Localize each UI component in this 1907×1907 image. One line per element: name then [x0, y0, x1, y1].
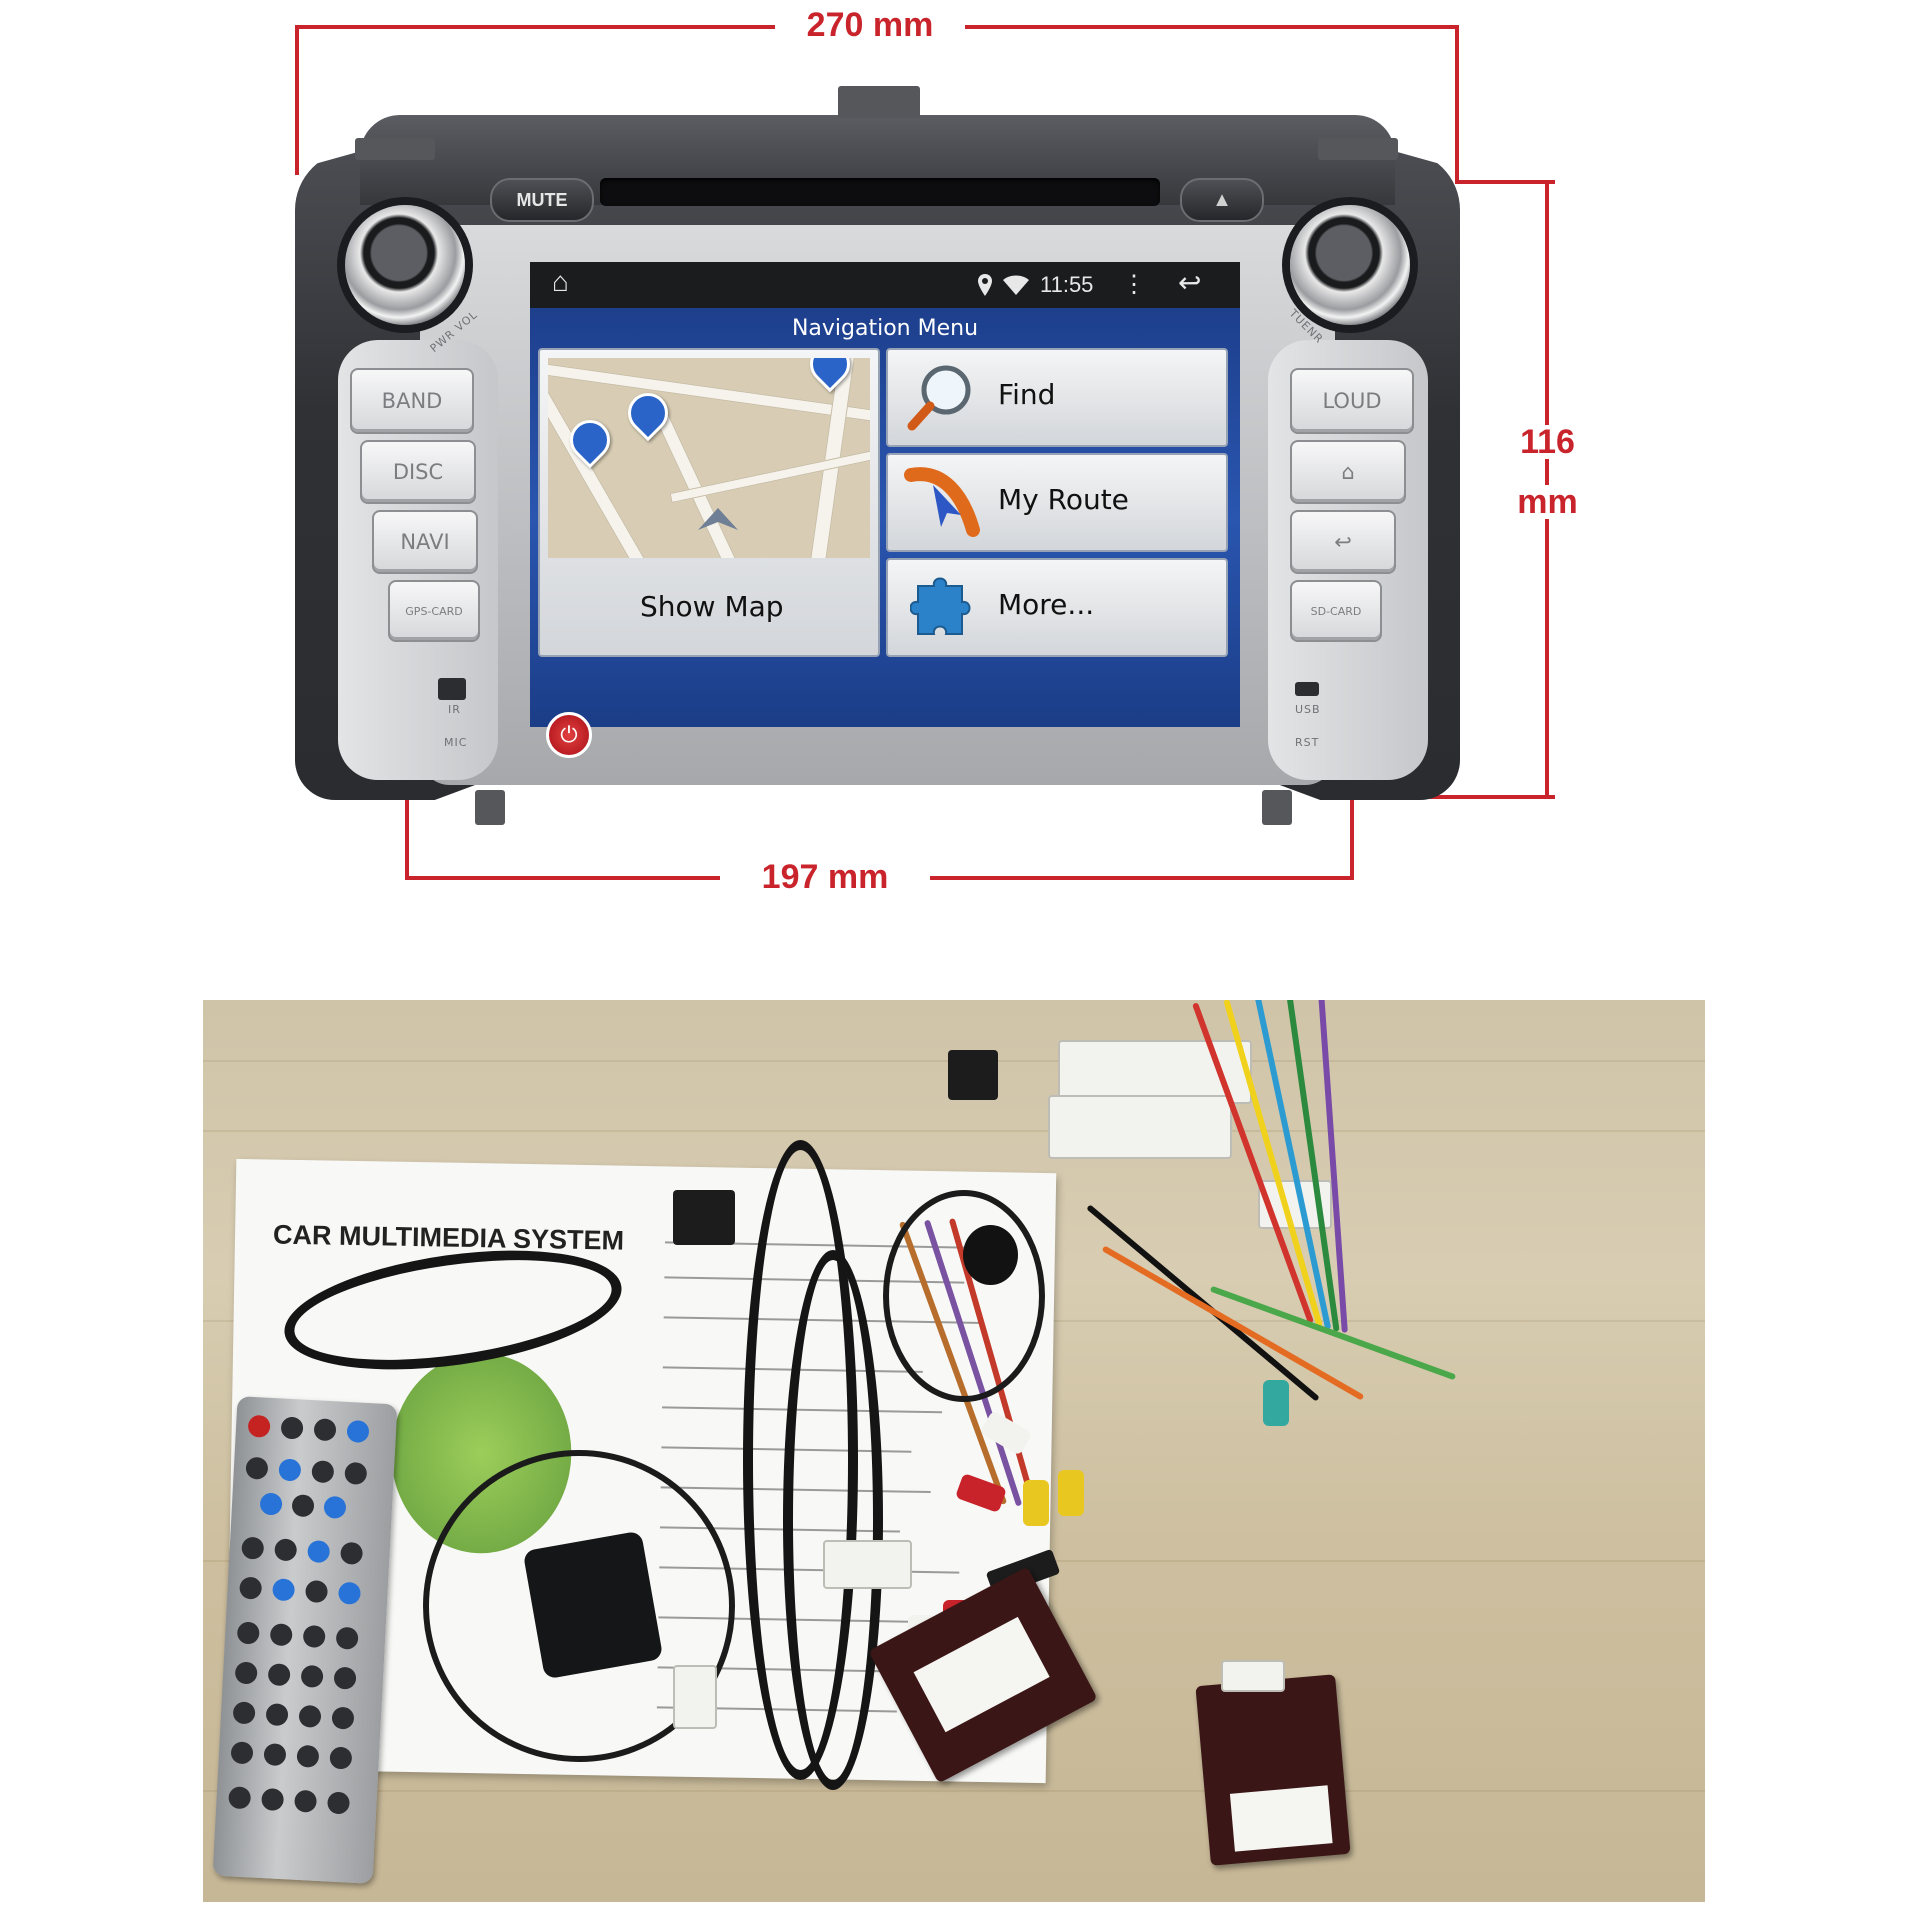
main-cable-loop-2: [783, 1250, 883, 1790]
bottom-left-clip: [475, 790, 505, 825]
more-tile[interactable]: More...: [886, 558, 1228, 657]
my-route-tile[interactable]: My Route: [886, 453, 1228, 552]
touchscreen: ⌂ 11:55 ⋮ ↩ Navigation Menu: [530, 262, 1240, 758]
gps-card-button[interactable]: GPS-CARD: [388, 580, 480, 642]
module-plug: [1221, 1660, 1285, 1692]
top-clip: [838, 86, 920, 118]
disc-slot[interactable]: [600, 178, 1160, 206]
disc-button[interactable]: DISC: [360, 440, 476, 504]
ir-sensor: [438, 678, 466, 700]
wifi-icon: [1003, 275, 1029, 295]
navigation-menu-title: Navigation Menu: [791, 316, 979, 341]
my-route-label: My Route: [998, 483, 1129, 516]
eject-button[interactable]: ▲: [1180, 178, 1264, 222]
black-connector: [673, 1190, 735, 1245]
harness-rca-teal: [1263, 1380, 1289, 1426]
spdif-converter-module: [1195, 1674, 1351, 1866]
power-icon[interactable]: ⏻: [546, 712, 592, 758]
show-map-tile[interactable]: Show Map: [538, 348, 880, 657]
more-label: More...: [998, 588, 1095, 621]
harness-black-plug: [948, 1050, 998, 1100]
power-volume-knob[interactable]: [345, 205, 465, 325]
back-icon: ↩: [1334, 530, 1352, 554]
poi-pin-icon: [561, 411, 619, 469]
map-preview: [548, 358, 870, 558]
clock: 11:55: [1040, 272, 1094, 297]
height-label-unit: mm: [1505, 485, 1590, 519]
back-icon[interactable]: ↩: [1178, 267, 1202, 298]
tuner-knob[interactable]: [1290, 205, 1410, 325]
top-left-clip: [355, 138, 435, 160]
back-button[interactable]: ↩: [1290, 510, 1396, 574]
band-button[interactable]: BAND: [350, 368, 474, 434]
sd-card-button[interactable]: SD-CARD: [1290, 580, 1382, 642]
remote-control: [212, 1396, 398, 1884]
microphone: [963, 1225, 1018, 1285]
microphone-cable: [883, 1190, 1045, 1402]
home-icon: ⌂: [1341, 460, 1355, 484]
loud-button[interactable]: LOUD: [1290, 368, 1414, 434]
show-map-label: Show Map: [640, 590, 784, 623]
puzzle-icon: [910, 577, 971, 635]
bottom-right-clip: [1262, 790, 1292, 825]
base-width-label: 197 mm: [720, 860, 930, 894]
accessories-photo: CAR MULTIMEDIA SYSTEM: [203, 1000, 1705, 1902]
manual-title: CAR MULTIMEDIA SYSTEM: [272, 1219, 625, 1256]
route-icon: [904, 467, 980, 537]
location-pin-icon: [978, 274, 992, 296]
harness-rca-yellow: [1023, 1480, 1049, 1526]
overflow-menu-icon[interactable]: ⋮: [1122, 271, 1146, 298]
home-button[interactable]: ⌂: [1290, 440, 1406, 504]
white-connector: [673, 1665, 717, 1729]
find-label: Find: [998, 378, 1056, 411]
home-icon[interactable]: ⌂: [552, 266, 569, 297]
usb-port[interactable]: [1295, 682, 1319, 696]
navi-button[interactable]: NAVI: [372, 510, 478, 574]
mic-label: MIC: [444, 736, 468, 749]
gps-antenna: [522, 1530, 664, 1680]
ir-label: IR: [448, 703, 461, 716]
mute-button[interactable]: MUTE: [490, 178, 594, 222]
harness-plug-2: [1048, 1095, 1232, 1159]
top-right-clip: [1318, 138, 1398, 160]
gps-antenna-cable: [423, 1450, 735, 1762]
navigation-menu: Navigation Menu Show Map: [530, 308, 1240, 758]
rst-label: RST: [1295, 736, 1320, 749]
magnifier-icon: [907, 365, 971, 431]
eject-icon: ▲: [1212, 188, 1232, 211]
height-label-number: 116: [1505, 425, 1590, 459]
width-label: 270 mm: [775, 8, 965, 42]
status-bar: ⌂ 11:55 ⋮ ↩: [530, 262, 1240, 308]
aux-connector: [823, 1540, 912, 1589]
position-arrow-icon: [698, 508, 738, 530]
usb-label: USB: [1295, 703, 1321, 716]
harness-rca-yellow: [1058, 1470, 1084, 1516]
find-tile[interactable]: Find: [886, 348, 1228, 447]
